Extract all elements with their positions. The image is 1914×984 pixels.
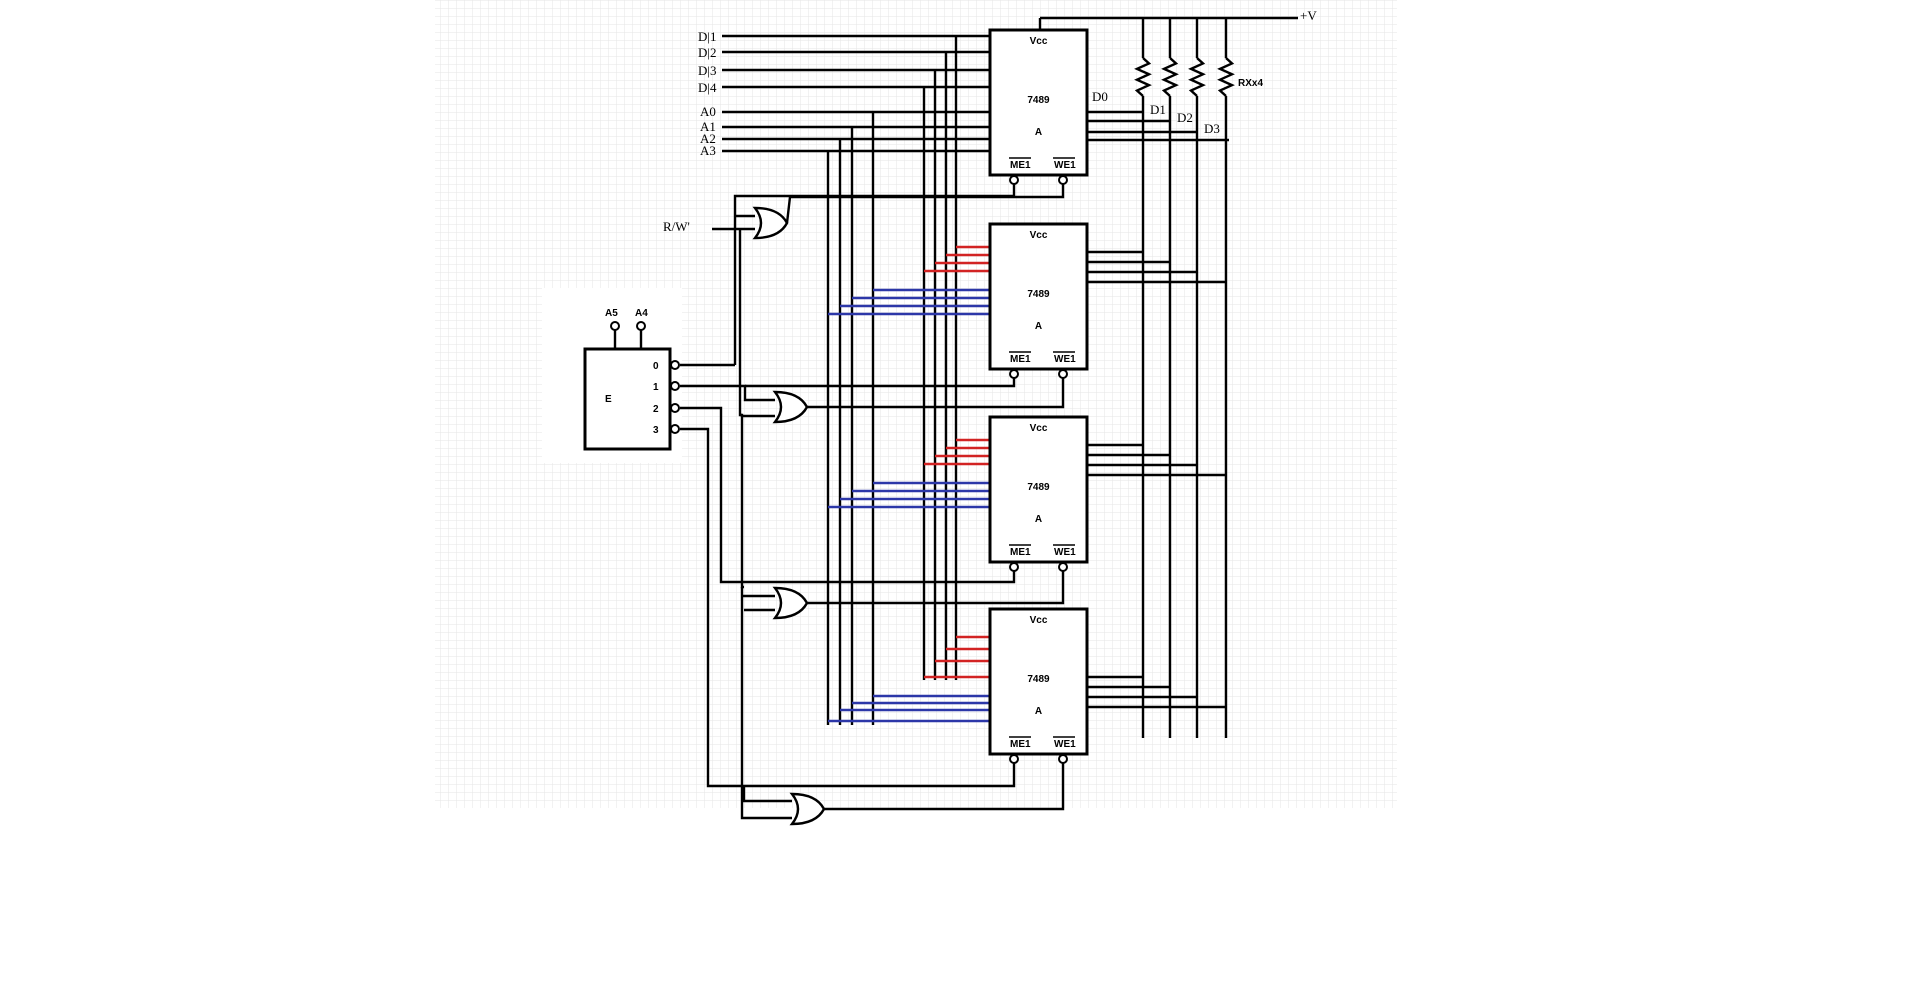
we-bubble [1058,369,1068,379]
or-gate-3 [789,792,826,826]
decoder-label: E [605,394,612,405]
chip-part-label: 7489 [1027,289,1050,300]
pullup-resistor [1188,57,1206,97]
chip-name-label: A [1035,127,1042,138]
me-bubble [1009,369,1019,379]
chip-vcc-label: Vcc [1030,423,1048,434]
chip-vcc-label: Vcc [1030,36,1048,47]
decoder-output-bubble [670,403,680,413]
me-bubble [1009,754,1019,764]
chip-part-label: 7489 [1027,482,1050,493]
chip-me-label: ME1 [1010,354,1031,365]
chip-7489-3 [988,607,1089,756]
rw-label: R/W' [663,219,690,234]
output-label-d3: D3 [1204,121,1220,136]
address-input-label-1: A1 [700,119,716,134]
data-input-label-3: D|3 [698,63,717,78]
me-bubble [1009,175,1019,185]
decoder-output-label: 2 [653,404,659,415]
address-input-label-3: A3 [700,143,716,158]
output-label-d1: D1 [1150,102,1166,117]
chip-we-label: WE1 [1054,354,1076,365]
we-wire [807,567,1065,605]
or-gate-1 [772,390,809,424]
pullup-resistor [1161,57,1179,97]
we-wire [785,180,1065,224]
chip-we-label: WE1 [1054,160,1076,171]
select-input-label: A5 [605,308,618,319]
decoder-output-bubble [670,424,680,434]
data-input-label-2: D|2 [698,45,717,60]
resistor-label: RXx4 [1238,78,1263,89]
me-bubble [1009,562,1019,572]
decoder-output-bubble [670,360,680,370]
chip-we-label: WE1 [1054,547,1076,558]
me-select-wire [680,406,1016,584]
data-input-label-1: D|1 [698,29,717,44]
chip-me-label: ME1 [1010,547,1031,558]
select-input-label: A4 [635,308,648,319]
select-terminal [610,321,620,331]
pullup-resistor [1217,57,1235,97]
chip-7489-2 [988,415,1089,564]
output-label-d0: D0 [1092,89,1108,104]
chip-name-label: A [1035,514,1042,525]
we-bubble [1058,175,1068,185]
rw-bus [740,587,762,820]
chip-part-label: 7489 [1027,95,1050,106]
data-input-label-4: D|4 [698,80,717,95]
we-wire [824,759,1065,811]
output-label-d2: D2 [1177,110,1193,125]
address-input-label-0: A0 [700,104,716,119]
we-bubble [1058,562,1068,572]
decoder-output-label: 3 [653,425,659,436]
supply-label: +V [1300,8,1317,23]
decoder-output-label: 0 [653,361,659,372]
pullup-resistor [1134,57,1152,97]
chip-me-label: ME1 [1010,739,1031,750]
chip-we-label: WE1 [1054,739,1076,750]
chip-7489-1 [988,222,1089,371]
or-gate-2 [772,586,809,620]
chip-name-label: A [1035,706,1042,717]
select-wire [680,384,775,402]
decoder-output-label: 1 [653,382,659,393]
decoder-output-bubble [670,381,680,391]
chip-part-label: 7489 [1027,674,1050,685]
me-select-wire [680,427,1016,788]
chip-vcc-label: Vcc [1030,230,1048,241]
chip-me-label: ME1 [1010,160,1031,171]
or-gate-0 [752,206,789,240]
chip-7489-0 [988,28,1089,177]
gate-input [742,786,792,803]
decoder-block [583,347,672,451]
we-bubble [1058,754,1068,764]
we-wire [807,374,1065,409]
chip-name-label: A [1035,321,1042,332]
chip-vcc-label: Vcc [1030,615,1048,626]
select-terminal [636,321,646,331]
address-input-label-2: A2 [700,131,716,146]
